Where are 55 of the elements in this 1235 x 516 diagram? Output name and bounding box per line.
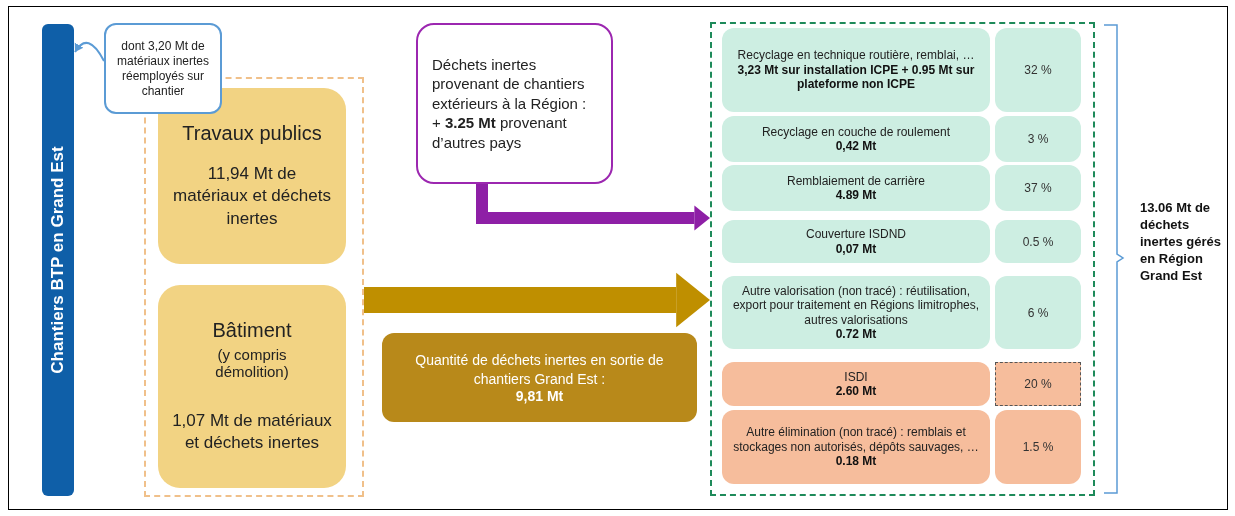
treatment-text: 0.72 Mt bbox=[834, 326, 878, 342]
vertical-banner bbox=[42, 24, 74, 496]
treatment-box bbox=[722, 165, 990, 211]
percentage-value: 37 % bbox=[1024, 181, 1052, 195]
percentage-value: 20 % bbox=[1024, 377, 1052, 391]
treatment-text: 0.18 Mt bbox=[834, 454, 878, 469]
arrow bbox=[364, 272, 710, 328]
treatment-text: 3,23 Mt sur installation ICPE + 0.95 Mt sur plateforme non ICPE bbox=[736, 62, 976, 92]
percentage-box bbox=[995, 220, 1081, 263]
percentage-box bbox=[995, 116, 1081, 162]
total-box bbox=[382, 333, 697, 422]
percentage-box bbox=[995, 410, 1081, 484]
treatment-text: Remblaiement de carrière bbox=[785, 173, 927, 188]
treatment-box bbox=[722, 116, 990, 162]
percentage-box bbox=[995, 276, 1081, 349]
treatment-text: Autre valorisation (non tracé) : réutilisation, export pour traitement en Régions limitrophes, autres valorisations bbox=[731, 283, 981, 327]
sector-note: (y compris démolition) bbox=[214, 345, 290, 380]
treatment-text: 4.89 Mt bbox=[834, 188, 878, 203]
treatment-box bbox=[722, 362, 990, 406]
percentage-value: 6 % bbox=[1027, 305, 1049, 320]
treatment-text: Recyclage en technique routière, remblai, … bbox=[736, 48, 976, 63]
dashed-group-frame bbox=[710, 22, 1095, 496]
sector-text: 1,07 Mt de matériaux et déchets inertes bbox=[171, 409, 333, 454]
sector-text: 11,94 Mt de matériaux et déchets inertes bbox=[172, 163, 332, 230]
treatment-text: 0,42 Mt bbox=[834, 139, 878, 154]
sector-text: Travaux publics bbox=[182, 122, 322, 146]
percentage-box bbox=[995, 165, 1081, 211]
treatment-text: 2.60 Mt bbox=[834, 384, 878, 399]
percentage-box bbox=[995, 28, 1081, 112]
treatment-box bbox=[722, 410, 990, 484]
treatment-text: ISDI bbox=[843, 369, 869, 384]
callout-text: dont 3,20 Mt de matériaux inertes réemployés sur chantier bbox=[115, 38, 210, 99]
arrow bbox=[476, 184, 710, 231]
treatment-text: 0,07 Mt bbox=[834, 241, 878, 256]
sector-text: Bâtiment bbox=[212, 318, 292, 342]
percentage-value: 3 % bbox=[1027, 132, 1049, 146]
import-text: Déchets inertes provenant de chantiers extérieurs à la Région : + 3.25 Mt provenant d’autres pays bbox=[431, 54, 588, 153]
percentage-value: 0.5 % bbox=[1022, 234, 1054, 249]
percentage-value: 1.5 % bbox=[1022, 440, 1054, 454]
percentage-box bbox=[995, 362, 1081, 406]
total-text: Quantité de déchets inertes en sortie de chantiers Grand Est : bbox=[414, 351, 665, 388]
treatment-text: Autre élimination (non tracé) : remblais et stockages non autorisés, dépôts sauvages, … bbox=[732, 425, 980, 455]
treatment-text: Couverture ISDND bbox=[805, 227, 907, 242]
banner-title: Chantiers BTP en Grand Est bbox=[48, 146, 68, 374]
arrow bbox=[74, 41, 105, 62]
total-text: 9,81 Mt bbox=[515, 387, 564, 404]
treatment-box bbox=[722, 28, 990, 112]
treatment-box bbox=[722, 220, 990, 263]
percentage-value: 32 % bbox=[1024, 63, 1052, 77]
import-box bbox=[416, 23, 613, 184]
treatment-text: Recyclage en couche de roulement bbox=[760, 124, 952, 139]
sector-box bbox=[158, 285, 346, 488]
callout-box bbox=[104, 23, 222, 114]
treatment-box bbox=[722, 276, 990, 349]
total-annotation: 13.06 Mt de déchets inertes gérés en Région Grand Est bbox=[1140, 200, 1222, 285]
